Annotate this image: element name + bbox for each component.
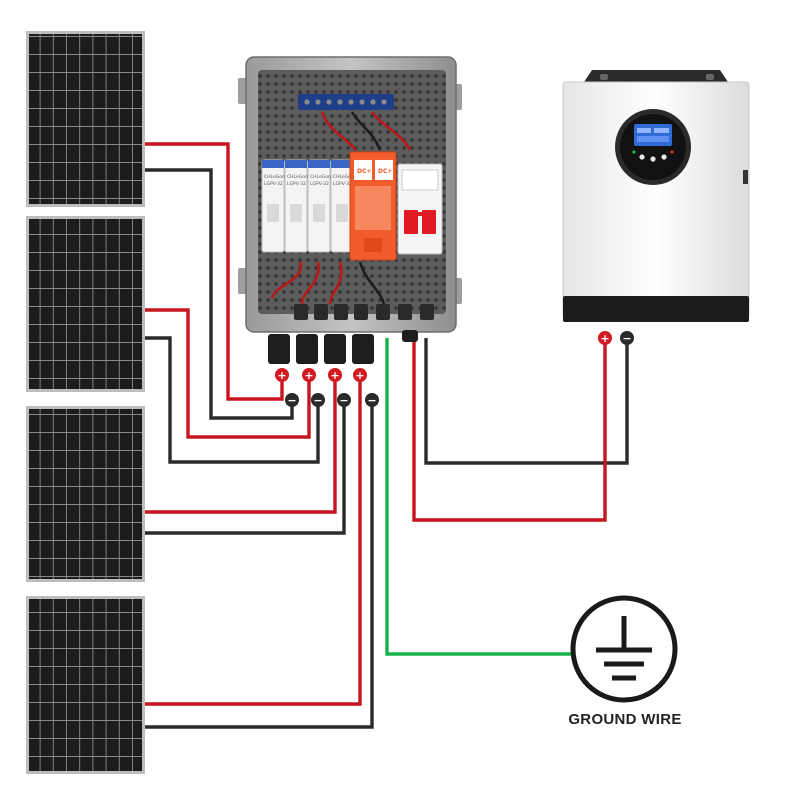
positive-sign: + (355, 369, 364, 382)
spd-label-2: DC+ (378, 168, 392, 175)
main-breaker (397, 163, 443, 255)
terminal-positive-4: + (353, 368, 367, 382)
solar-panel-3 (26, 406, 145, 582)
inverter-display (615, 109, 691, 185)
negative-sign: − (313, 394, 322, 407)
wire-output-positive (412, 338, 607, 522)
positive-sign: + (330, 369, 339, 382)
solar-panel-4 (26, 596, 145, 774)
positive-sign: + (600, 332, 609, 345)
wire-panel-4-positive (145, 378, 362, 706)
terminal-inverter-negative: − (620, 331, 634, 345)
negative-sign: − (367, 394, 376, 407)
negative-sign: − (622, 332, 631, 345)
breaker-brand-text: CHLeGom (264, 174, 286, 180)
ground-wire-label: GROUND WIRE (568, 711, 682, 728)
terminals: + − + − + − + − (275, 331, 634, 407)
surge-protector: DC+ DC+ (349, 151, 397, 261)
wire-ground (385, 338, 572, 656)
ground-symbol-icon (570, 595, 678, 703)
breaker-brand-text: CHLeGom (310, 174, 332, 180)
positive-sign: + (304, 369, 313, 382)
solar-panel-2 (26, 216, 145, 392)
dc-breaker-4: CHLeGom LGPV-32 (330, 159, 355, 253)
negative-sign: − (287, 394, 296, 407)
solar-panel-1 (26, 31, 145, 207)
solar-panel-icon (26, 31, 145, 207)
solar-panel-icon (26, 596, 145, 774)
spd-label-1: DC+ (357, 168, 371, 175)
wire-panel-1-negative (145, 168, 294, 420)
wire-panel-3-negative (145, 402, 346, 535)
combiner-box-icon: CHLeGom LGPV-32 CHLeGom LGPV-32 CHLeGom … (238, 56, 462, 364)
positive-sign: + (277, 369, 286, 382)
ground-symbol (570, 595, 678, 703)
wire-panel-2-positive (145, 308, 311, 439)
terminal-negative-2: − (311, 393, 325, 407)
terminal-negative-4: − (365, 393, 379, 407)
solar-panel-icon (26, 406, 145, 582)
breaker-brand-text: CHLeGom (333, 174, 355, 180)
wire-panel-1-positive (145, 142, 284, 401)
terminal-negative-3: − (337, 393, 351, 407)
dc-breaker-2: CHLeGom LGPV-32 (284, 159, 309, 253)
combiner-box: CHLeGom LGPV-32 CHLeGom LGPV-32 CHLeGom … (238, 56, 462, 364)
inverter-icon (562, 70, 750, 322)
terminal-negative-1: − (285, 393, 299, 407)
dc-breaker-3: CHLeGom LGPV-32 (307, 159, 332, 253)
dc-breaker-1: CHLeGom LGPV-32 (261, 159, 286, 253)
inverter (562, 70, 750, 322)
wire-panel-2-negative (145, 336, 320, 464)
solar-panel-icon (26, 216, 145, 392)
breaker-model-text: LGPV-32 (264, 181, 283, 187)
terminal-positive-3: + (328, 368, 342, 382)
breaker-brand-text: CHLeGom (287, 174, 309, 180)
terminal-inverter-positive: + (598, 331, 612, 345)
breaker-model-text: LGPV-32 (333, 181, 352, 187)
breaker-model-text: LGPV-32 (310, 181, 329, 187)
terminal-positive-2: + (302, 368, 316, 382)
wire-panel-3-positive (145, 378, 337, 514)
wire-panel-4-negative (145, 402, 374, 729)
negative-sign: − (339, 394, 348, 407)
wires (145, 142, 629, 729)
wire-output-negative (424, 338, 629, 465)
breaker-model-text: LGPV-32 (287, 181, 306, 187)
terminal-positive-1: + (275, 368, 289, 382)
